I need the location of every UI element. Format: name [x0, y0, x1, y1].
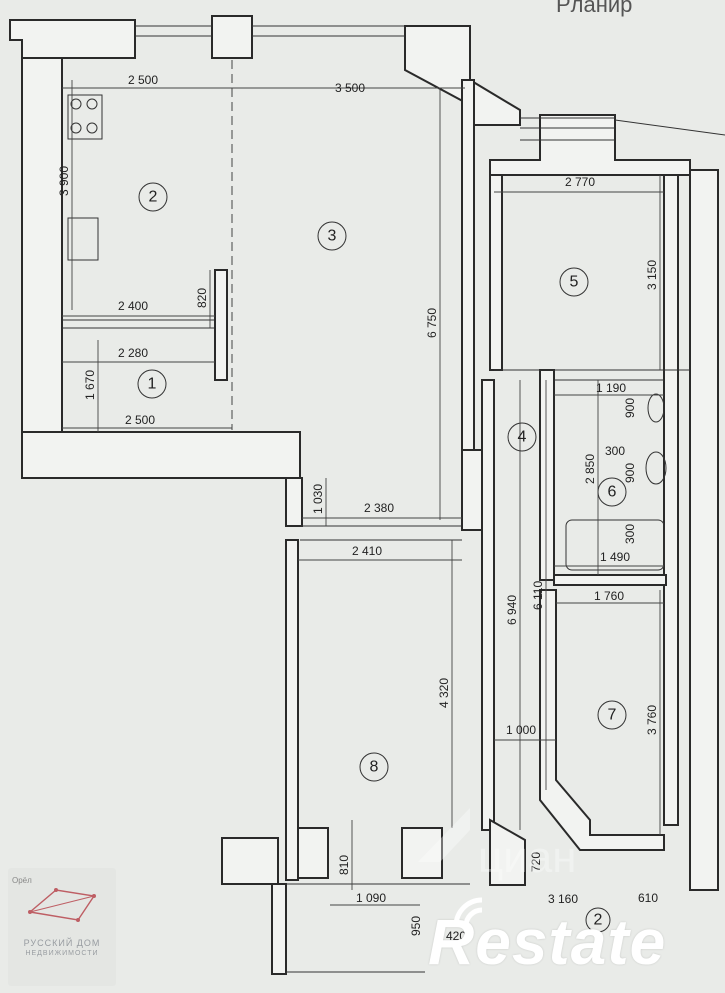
- dim-label: 4 320: [437, 678, 451, 708]
- inner-partitions: [62, 25, 725, 973]
- dim-label: 2 400: [118, 299, 148, 313]
- dim-label: 1 030: [311, 484, 325, 514]
- dim-label: 1 670: [83, 370, 97, 400]
- dim-label: 610: [638, 891, 658, 905]
- dim-label: 1 090: [356, 891, 386, 905]
- dim-label: 2 280: [118, 346, 148, 360]
- dim-label: 1 190: [596, 381, 626, 395]
- cian-text: циан: [478, 833, 577, 882]
- logo-city: Орёл: [12, 876, 32, 885]
- room-8-marker: 8: [359, 752, 389, 782]
- room-number: 7: [608, 707, 617, 724]
- room-4-marker: 4: [507, 422, 537, 452]
- room-number: 8: [370, 759, 379, 776]
- dim-label: 1 420: [436, 929, 466, 943]
- dim-label: 3 760: [645, 705, 659, 735]
- room-2-marker: 2: [138, 182, 168, 212]
- dim-label: 720: [529, 852, 543, 872]
- dim-label: 2 500: [128, 73, 158, 87]
- dim-label: 1 000: [506, 723, 536, 737]
- dim-label: 300: [623, 524, 637, 544]
- dim-label: 2 410: [352, 544, 382, 558]
- room-number: 3: [328, 228, 337, 245]
- room-3-marker: 3: [317, 221, 347, 251]
- room-markers: 1 2 3 4 5 6 7 8 2: [137, 182, 627, 933]
- logo-line-3: НЕДВИЖИМОСТИ: [25, 950, 99, 957]
- dim-label: 820: [195, 288, 209, 308]
- cian-watermark: циан: [418, 808, 577, 882]
- dim-label: 810: [337, 855, 351, 875]
- dim-label: 6 750: [425, 308, 439, 338]
- room-6-marker: 6: [597, 477, 627, 507]
- room-number: 2: [149, 189, 158, 206]
- room-1-marker: 1: [137, 369, 167, 399]
- dim-label: 2 770: [565, 175, 595, 189]
- room-5-marker: 5: [559, 267, 589, 297]
- logo-mark-icon: [28, 888, 96, 922]
- header-fragment: Pланир: [556, 0, 632, 17]
- dim-label: 6 940: [505, 595, 519, 625]
- russian-dom-logo: Орёл РУССКИЙ ДОМ НЕДВИЖИМОСТИ: [8, 868, 116, 986]
- logo-line-2: РУССКИЙ ДОМ: [23, 938, 101, 948]
- dim-label: 3 160: [548, 892, 578, 906]
- room-number: 5: [570, 274, 579, 291]
- dim-label: 950: [409, 916, 423, 936]
- dim-label: 3 150: [645, 260, 659, 290]
- outer-walls: [9, 15, 719, 975]
- dim-label: 2 380: [364, 501, 394, 515]
- dim-label: 900: [623, 463, 637, 483]
- room-number: 1: [148, 376, 157, 393]
- room-number: 4: [518, 429, 527, 446]
- room-7-marker: 7: [597, 700, 627, 730]
- dim-label: 900: [623, 398, 637, 418]
- wifi-arcs-icon: [453, 897, 483, 927]
- dim-label: 300: [605, 444, 625, 458]
- dim-label: 2 850: [583, 454, 597, 484]
- dimension-lines: [62, 80, 664, 906]
- dim-label: 3 900: [57, 166, 71, 196]
- room-number: 6: [608, 484, 617, 501]
- dim-label: 3 500: [335, 81, 365, 95]
- dim-label: 1 760: [594, 589, 624, 603]
- dim-label: 2 500: [125, 413, 155, 427]
- dim-label: 1 490: [600, 550, 630, 564]
- dimension-labels: 2 500 3 500 3 900 2 400 820 2 280 1 670 …: [57, 73, 659, 943]
- room-number: 2: [594, 912, 603, 929]
- room-2b-marker: 2: [585, 907, 611, 933]
- dim-label: 6 110: [531, 581, 545, 610]
